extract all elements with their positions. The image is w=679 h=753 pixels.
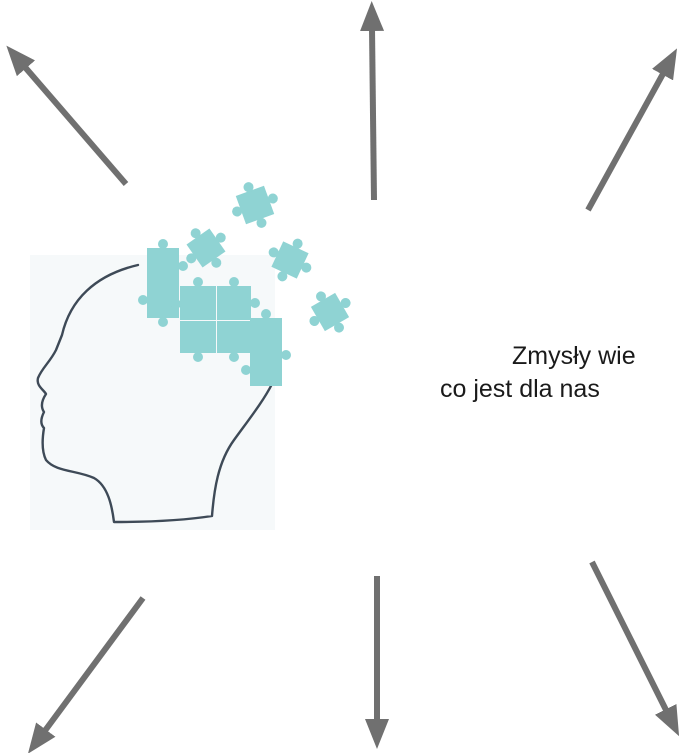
puzzle-piece-icon — [186, 228, 226, 268]
puzzle-piece-icon — [232, 182, 278, 228]
arrow-icon — [585, 48, 678, 212]
puzzle-piece-icon — [138, 239, 188, 327]
arrow-icon — [27, 596, 146, 753]
puzzle-piece-icon — [171, 277, 216, 320]
caption-text: Zmysły wie co jest dla nas — [440, 340, 679, 406]
arrow-icon — [6, 45, 129, 186]
puzzle-piece-icon — [217, 277, 260, 320]
puzzle-piece-icon — [217, 321, 251, 362]
puzzle-piece-icon — [309, 291, 351, 333]
caption-line-1: Zmysły wie — [512, 342, 636, 370]
puzzle-cluster — [138, 182, 351, 386]
puzzle-piece-icon — [268, 238, 312, 282]
caption-line-2: co jest dla nas — [440, 375, 600, 403]
head-profile-icon — [36, 263, 274, 524]
arrow-icon — [589, 560, 679, 737]
arrow-icon — [360, 1, 385, 201]
arrows — [6, 1, 679, 753]
puzzle-piece-icon — [241, 309, 291, 386]
puzzle-piece-icon — [180, 321, 216, 362]
